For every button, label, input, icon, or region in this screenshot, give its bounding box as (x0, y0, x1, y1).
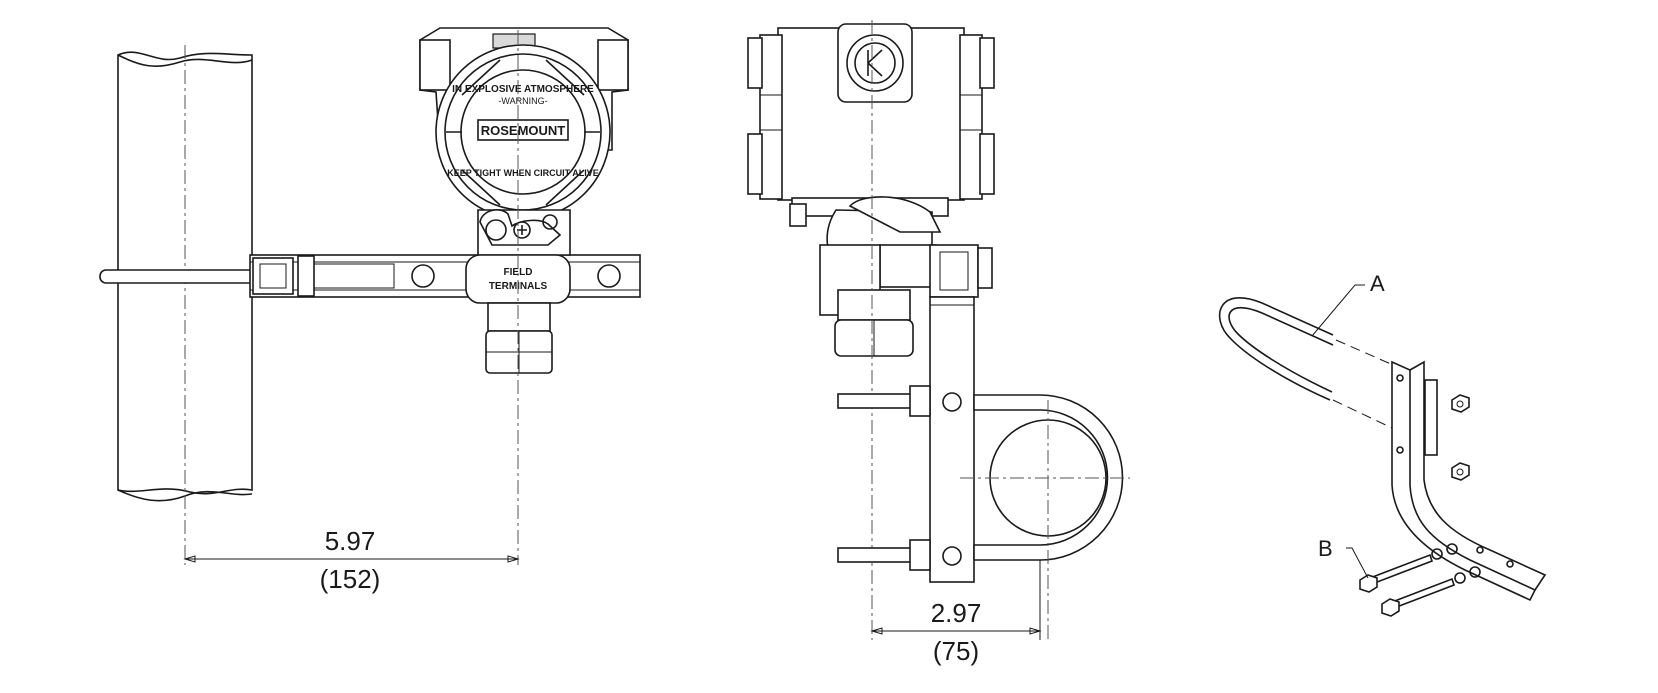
transmitter-housing: IN EXPLOSIVE ATMOSPHERE -WARNING- ROSEMO… (419, 27, 629, 565)
callout-b: B (1318, 536, 1333, 561)
dimension-front: 5.97 (152) (183, 526, 520, 594)
dimension-side-metric: (75) (933, 636, 979, 666)
front-view: IN EXPLOSIVE ATMOSPHERE -WARNING- ROSEMO… (99, 27, 641, 594)
dimension-side-value: 2.97 (931, 598, 982, 628)
housing-text-warning: -WARNING- (498, 96, 547, 106)
side-bracket (837, 244, 1130, 640)
side-housing (747, 20, 995, 640)
dimension-front-value: 5.97 (325, 526, 376, 556)
side-view: 2.97 (75) (747, 20, 1130, 666)
pipe (117, 45, 253, 565)
callouts: A B (1311, 271, 1385, 579)
callout-a: A (1370, 271, 1385, 296)
housing-text-top: IN EXPLOSIVE ATMOSPHERE (452, 84, 594, 95)
field-label-line1: FIELD (504, 267, 533, 278)
housing-text-bottom: KEEP TIGHT WHEN CIRCUIT ALIVE (447, 168, 599, 178)
exploded-view: A B (1218, 271, 1547, 617)
u-bolt-rod (99, 269, 261, 284)
exploded-bracket (1359, 360, 1547, 617)
housing-brand: ROSEMOUNT (481, 123, 566, 138)
mounting-bracket (249, 254, 641, 298)
dimension-side: 2.97 (75) (870, 560, 1042, 666)
u-bolt-a (1218, 297, 1401, 429)
dimension-front-metric: (152) (320, 564, 381, 594)
